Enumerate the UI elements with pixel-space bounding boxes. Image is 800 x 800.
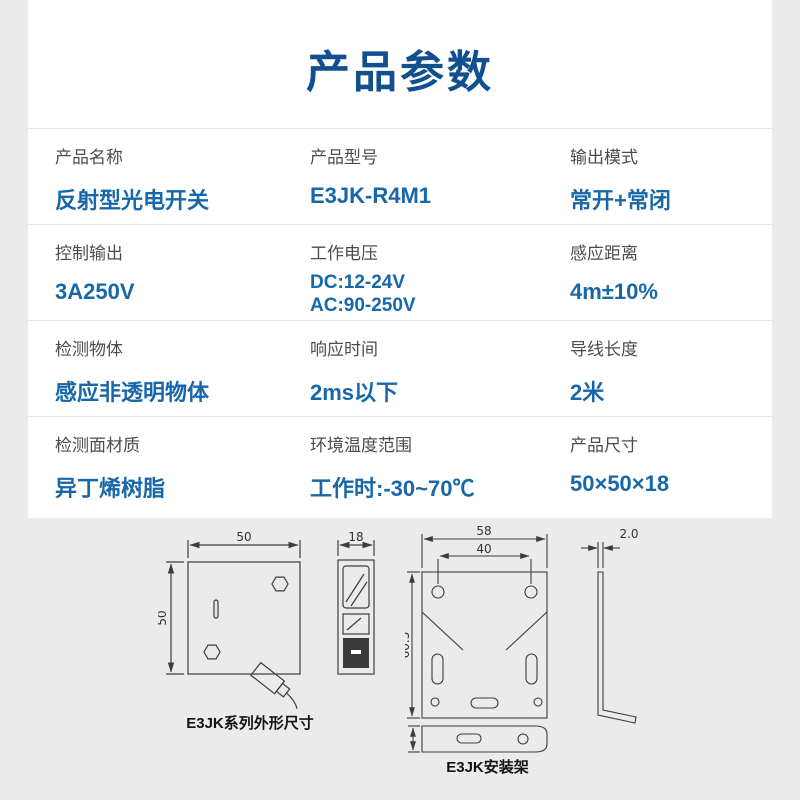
spec-label: 输出模式 xyxy=(570,148,638,167)
voltage-ac: AC:90-250V xyxy=(310,295,416,316)
spec-value: DC:12-24V AC:90-250V xyxy=(310,271,570,317)
spec-panel: 产品参数 产品名称 反射型光电开关 产品型号 E3JK-R4M1 输出模式 常开… xyxy=(28,0,772,518)
bracket-bottom-view xyxy=(421,725,548,753)
dim-bracket-width: 58 xyxy=(476,526,491,538)
spec-value: 反射型光电开关 xyxy=(55,188,210,213)
spec-value: 4m±10% xyxy=(570,279,658,304)
dim-front-height: 50 xyxy=(158,610,169,625)
dim-bracket-base-depth: 21 xyxy=(405,731,407,746)
indicator-slot xyxy=(213,599,219,619)
bracket-diagram-caption: E3JK安装架 xyxy=(446,759,529,776)
spec-wire-length: 导线长度 2米 xyxy=(570,321,772,416)
screw-hex-icon xyxy=(203,644,221,660)
mount-hole xyxy=(431,585,445,599)
spec-label: 环境温度范围 xyxy=(310,436,412,455)
spec-control-output: 控制输出 3A250V xyxy=(55,225,310,320)
dim-side-width: 18 xyxy=(348,530,363,544)
slot-hole xyxy=(431,653,444,685)
spec-value: E3JK-R4M1 xyxy=(310,183,432,208)
spec-label: 产品型号 xyxy=(310,148,378,167)
spec-label: 检测面材质 xyxy=(55,436,140,455)
dim-bracket-thickness: 2.0 xyxy=(619,527,638,541)
spec-product-name: 产品名称 反射型光电开关 xyxy=(55,129,310,224)
spec-value: 3A250V xyxy=(55,279,135,304)
page-title: 产品参数 xyxy=(306,48,494,97)
spec-value: 常开+常闭 xyxy=(570,188,671,213)
spec-value: 50×50×18 xyxy=(570,471,670,496)
small-hole xyxy=(517,733,529,745)
spec-label: 感应距离 xyxy=(570,244,638,263)
spec-temperature-range: 环境温度范围 工作时:-30~70℃ xyxy=(310,417,570,512)
spec-product-size: 产品尺寸 50×50×18 xyxy=(570,417,772,512)
small-hole xyxy=(533,697,543,707)
spec-working-voltage: 工作电压 DC:12-24V AC:90-250V xyxy=(310,225,570,320)
cable-connector xyxy=(250,661,298,709)
dim-bracket-height: 60.5 xyxy=(405,632,412,659)
spec-surface-material: 检测面材质 异丁烯树脂 xyxy=(55,417,310,512)
spec-row-3: 检测物体 感应非透明物体 响应时间 2ms以下 导线长度 2米 xyxy=(28,320,772,416)
spec-row-4: 检测面材质 异丁烯树脂 环境温度范围 工作时:-30~70℃ 产品尺寸 50×5… xyxy=(28,416,772,512)
spec-output-mode: 输出模式 常开+常闭 xyxy=(570,129,772,224)
spec-response-time: 响应时间 2ms以下 xyxy=(310,321,570,416)
spec-row-1: 产品名称 反射型光电开关 产品型号 E3JK-R4M1 输出模式 常开+常闭 xyxy=(28,128,772,224)
spec-label: 导线长度 xyxy=(570,340,638,359)
spec-label: 控制输出 xyxy=(55,244,123,263)
spec-value: 工作时:-30~70℃ xyxy=(310,476,475,501)
spec-value: 感应非透明物体 xyxy=(55,380,210,405)
spec-row-2: 控制输出 3A250V 工作电压 DC:12-24V AC:90-250V 感应… xyxy=(28,224,772,320)
lens-window xyxy=(342,565,370,609)
spec-table: 产品名称 反射型光电开关 产品型号 E3JK-R4M1 输出模式 常开+常闭 控… xyxy=(28,128,772,512)
spec-label: 产品尺寸 xyxy=(570,436,638,455)
sensor-front-diagram: 50 50 xyxy=(158,530,301,709)
spec-label: 工作电压 xyxy=(310,244,378,263)
front-diagram-caption: E3JK系列外形尺寸 xyxy=(186,715,314,732)
spec-product-model: 产品型号 E3JK-R4M1 xyxy=(310,129,570,224)
terminal-slot xyxy=(351,650,361,654)
voltage-dc: DC:12-24V xyxy=(310,272,406,293)
mount-hole xyxy=(524,585,538,599)
spec-value: 2ms以下 xyxy=(310,380,399,405)
spec-label: 响应时间 xyxy=(310,340,378,359)
slot-hole xyxy=(456,733,482,744)
bracket-side-profile xyxy=(597,571,637,724)
bracket-diagram: 58 40 60.5 2.0 21 xyxy=(405,526,639,753)
dim-front-width: 50 xyxy=(236,530,251,544)
spec-label: 产品名称 xyxy=(55,148,123,167)
spec-value: 异丁烯树脂 xyxy=(55,476,166,501)
screw-hex-icon xyxy=(271,576,289,592)
slot-hole xyxy=(525,653,538,685)
spec-sensing-distance: 感应距离 4m±10% xyxy=(570,225,772,320)
small-hole xyxy=(430,697,440,707)
spec-value: 2米 xyxy=(570,380,605,405)
sensor-side-diagram: 18 xyxy=(337,530,375,675)
slot-hole xyxy=(470,697,499,709)
spec-label: 检测物体 xyxy=(55,340,123,359)
spec-detection-object: 检测物体 感应非透明物体 xyxy=(55,321,310,416)
lens-window xyxy=(342,613,370,635)
dim-bracket-hole-span: 40 xyxy=(476,542,491,556)
